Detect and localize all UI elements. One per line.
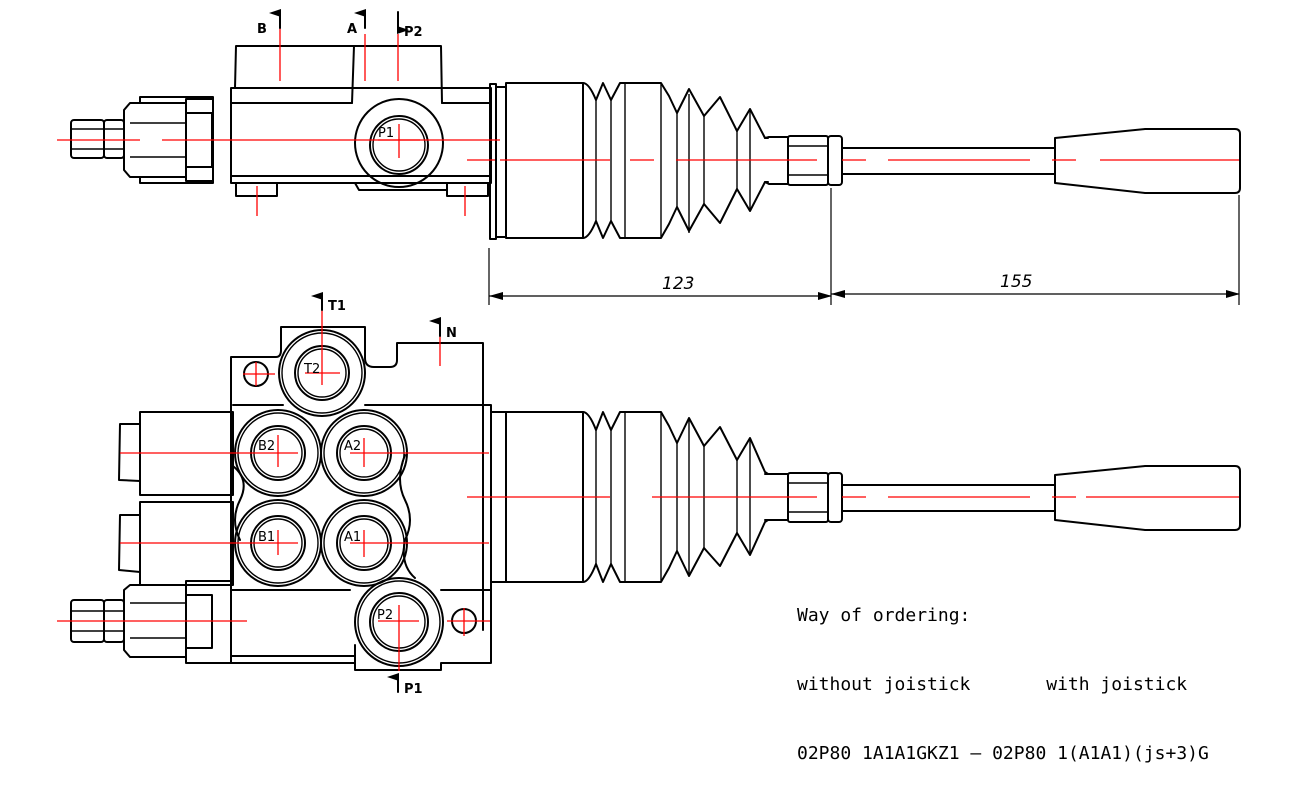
valve-drawing: B A P2 P1 123 155 xyxy=(57,9,1241,697)
port-label-p2-front: P2 xyxy=(377,608,393,623)
ordering-note: Way of ordering: without joistick with j… xyxy=(797,558,1209,788)
port-label-a1: A1 xyxy=(344,530,361,545)
port-label-t2: T2 xyxy=(303,362,320,377)
port-label-b2: B2 xyxy=(258,439,275,454)
top-centerlines xyxy=(57,20,1239,216)
front-centerlines xyxy=(57,310,1239,671)
port-label-b1: B1 xyxy=(258,530,275,545)
port-label-n: N xyxy=(446,326,457,341)
header-without-joystick: without joistick xyxy=(797,674,971,695)
front-valve-body xyxy=(230,326,492,671)
code-with-joystick: 02P80 1(A1A1)(js+3)G xyxy=(992,743,1209,764)
header-with-joystick: with joistick xyxy=(1046,674,1188,695)
front-left-fitting xyxy=(70,580,232,664)
dimension-155: 155 xyxy=(1000,272,1032,292)
port-label-b: B xyxy=(257,22,267,37)
ordering-codes: 02P80 1A1A1GKZ1 – 02P80 1(A1A1)(js+3)G xyxy=(797,742,1209,765)
dimension-lines: 123 155 xyxy=(488,188,1240,305)
ordering-title: Way of ordering: xyxy=(797,605,971,626)
top-valve-body xyxy=(230,45,492,197)
front-joystick-handle xyxy=(841,465,1241,531)
front-port-arrows xyxy=(311,292,441,693)
code-without-joystick: 02P80 1A1A1GKZ1 xyxy=(797,743,960,764)
port-label-p2-top: P2 xyxy=(404,25,423,40)
port-label-p1-top: P1 xyxy=(378,126,394,141)
port-label-p1-front: P1 xyxy=(404,682,423,697)
port-label-a2: A2 xyxy=(344,439,361,454)
front-left-caps xyxy=(118,411,234,586)
dimension-123: 123 xyxy=(662,274,694,294)
top-view: B A P2 P1 xyxy=(57,9,1241,240)
front-view: T1 T2 N B2 A2 B1 A1 P2 P1 xyxy=(57,292,1241,697)
port-label-t1: T1 xyxy=(328,299,346,314)
ordering-headers: without joistick with joistick xyxy=(797,673,1209,696)
port-label-a: A xyxy=(347,22,357,37)
top-port-arrows xyxy=(269,9,409,34)
code-separator: – xyxy=(970,743,982,764)
top-joystick-handle xyxy=(841,128,1241,194)
